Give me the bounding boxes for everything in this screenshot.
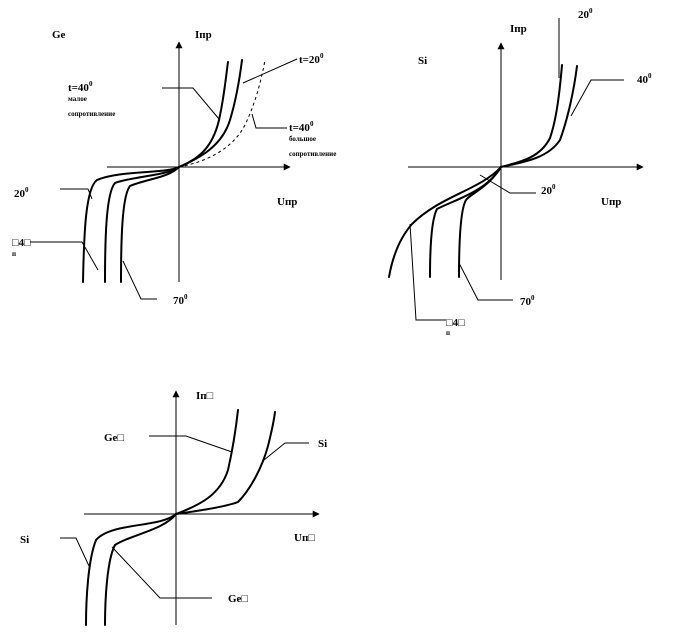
compare-label-ge-bottom: Ge□ <box>228 593 248 605</box>
si-leader-neg40 <box>409 223 446 321</box>
ge-curve-t20 <box>178 59 243 168</box>
ge-curve-t40-high-resistance <box>178 59 266 168</box>
ge-curve-neg40 <box>104 166 180 283</box>
si-curve-t20 <box>500 64 563 168</box>
compare-x-axis-label: Uп□ <box>294 532 315 544</box>
ge-leader-neg40 <box>30 241 99 271</box>
ge-label-t40-high: t=400 <box>289 120 314 134</box>
si-label-t20: 200 <box>578 7 593 21</box>
si-label-neg70: 700 <box>520 294 535 308</box>
ge-leader-neg70 <box>122 260 157 300</box>
ge-label-neg40: □4□ <box>12 237 31 249</box>
si-curve-neg40 <box>388 166 502 278</box>
si-label-neg40-sub: п <box>446 329 450 337</box>
ge-label-t40-low: t=400 <box>68 80 93 94</box>
panel-compare: Iп□ Uп□ Ge□ Si Si Ge□ <box>20 390 327 626</box>
ge-label-neg40-sub: п <box>12 250 16 258</box>
ge-y-axis-label: Iпр <box>195 29 212 41</box>
ge-curve-neg20 <box>82 166 180 283</box>
si-leader-neg70 <box>458 262 513 301</box>
compare-curve-si-reverse <box>85 513 177 626</box>
ge-label-neg20: 200 <box>14 186 29 200</box>
ge-curve-neg70 <box>120 166 180 283</box>
ge-material-label: Ge <box>52 29 66 41</box>
si-y-axis-label: Iпр <box>510 23 527 35</box>
ge-leader-low-resistance <box>162 87 220 120</box>
si-label-t40: 400 <box>637 72 652 86</box>
compare-label-si-bottom: Si <box>20 534 29 546</box>
compare-label-si-top: Si <box>318 438 327 450</box>
si-x-axis-label: Uпр <box>601 196 621 208</box>
compare-leader-ge-bottom <box>111 546 212 599</box>
si-curve-t40 <box>500 65 578 168</box>
si-leader-neg20 <box>479 174 536 194</box>
si-curve-neg20 <box>429 166 502 278</box>
si-leader-t40 <box>570 79 624 117</box>
si-curve-neg70 <box>458 166 502 278</box>
ge-leader-high-resistance <box>251 113 287 129</box>
compare-y-axis-label: Iп□ <box>196 390 214 402</box>
ge-label-neg70: 700 <box>173 293 188 307</box>
compare-leader-ge-top <box>149 435 233 453</box>
compare-leader-si-top <box>263 442 309 461</box>
si-material-label: Si <box>418 55 427 67</box>
compare-curve-ge-reverse <box>104 513 177 626</box>
compare-leader-si-bottom <box>60 537 90 567</box>
ge-leader-t20 <box>242 58 298 84</box>
panel-si: Si Iпр Uпр 200 400 200 700 □4□ п <box>388 7 652 337</box>
compare-curve-si-forward <box>175 411 276 515</box>
ge-x-axis-label: Uпр <box>277 196 297 208</box>
ge-label-t20: t=200 <box>299 52 324 66</box>
ge-leader-neg20 <box>60 188 93 200</box>
si-label-neg20: 200 <box>541 183 556 197</box>
si-label-neg40: □4□ <box>446 317 465 329</box>
compare-curve-ge-forward <box>175 409 239 515</box>
compare-label-ge-top: Ge□ <box>104 432 124 444</box>
